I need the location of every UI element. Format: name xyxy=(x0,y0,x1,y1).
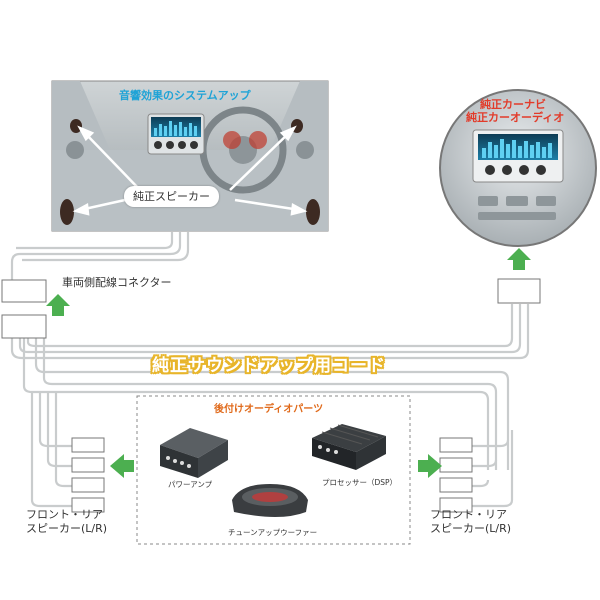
woofer-label: チューンアップウーファー xyxy=(228,528,318,537)
right-speaker-label-line2: スピーカー(L/R) xyxy=(430,522,512,535)
harness-wires xyxy=(10,232,530,508)
sound-up-cord-banner: 純正サウンドアップ用コード xyxy=(152,356,386,376)
aftermarket-parts-box xyxy=(136,395,411,545)
left-speaker-label-line2: スピーカー(L/R) xyxy=(26,522,108,535)
left-speaker-connectors xyxy=(71,437,105,513)
system-up-title: 音響効果のシステムアップ xyxy=(119,89,251,102)
stock-speaker-label: 純正スピーカー xyxy=(124,186,219,208)
power-amp-illustration xyxy=(160,428,228,478)
dsp-illustration xyxy=(312,424,386,470)
left-speaker-label-line1: フロント・リア xyxy=(26,508,103,521)
up-arrow-icon xyxy=(507,248,531,270)
up-arrow-icon xyxy=(46,294,70,316)
car-interior-illustration xyxy=(51,80,329,232)
stock-navi-label-line2: 純正カーオーディオ xyxy=(466,111,565,124)
power-amp-label: パワーアンプ xyxy=(168,480,213,489)
green-arrows xyxy=(46,248,531,478)
vehicle-connector-label: 車両側配線コネクター xyxy=(62,276,172,289)
processor-label: プロセッサー（DSP） xyxy=(322,478,398,487)
aftermarket-parts-title: 後付けオーディオパーツ xyxy=(214,404,324,415)
stock-navi-label-line1: 純正カーナビ xyxy=(480,98,546,111)
vehicle-connector xyxy=(1,278,541,339)
stock-navi-illustration xyxy=(439,89,597,247)
left-arrow-icon xyxy=(110,454,134,478)
woofer-illustration xyxy=(232,484,308,517)
right-speaker-label-line1: フロント・リア xyxy=(430,508,507,521)
right-arrow-icon xyxy=(418,454,442,478)
right-speaker-connectors xyxy=(439,437,473,513)
